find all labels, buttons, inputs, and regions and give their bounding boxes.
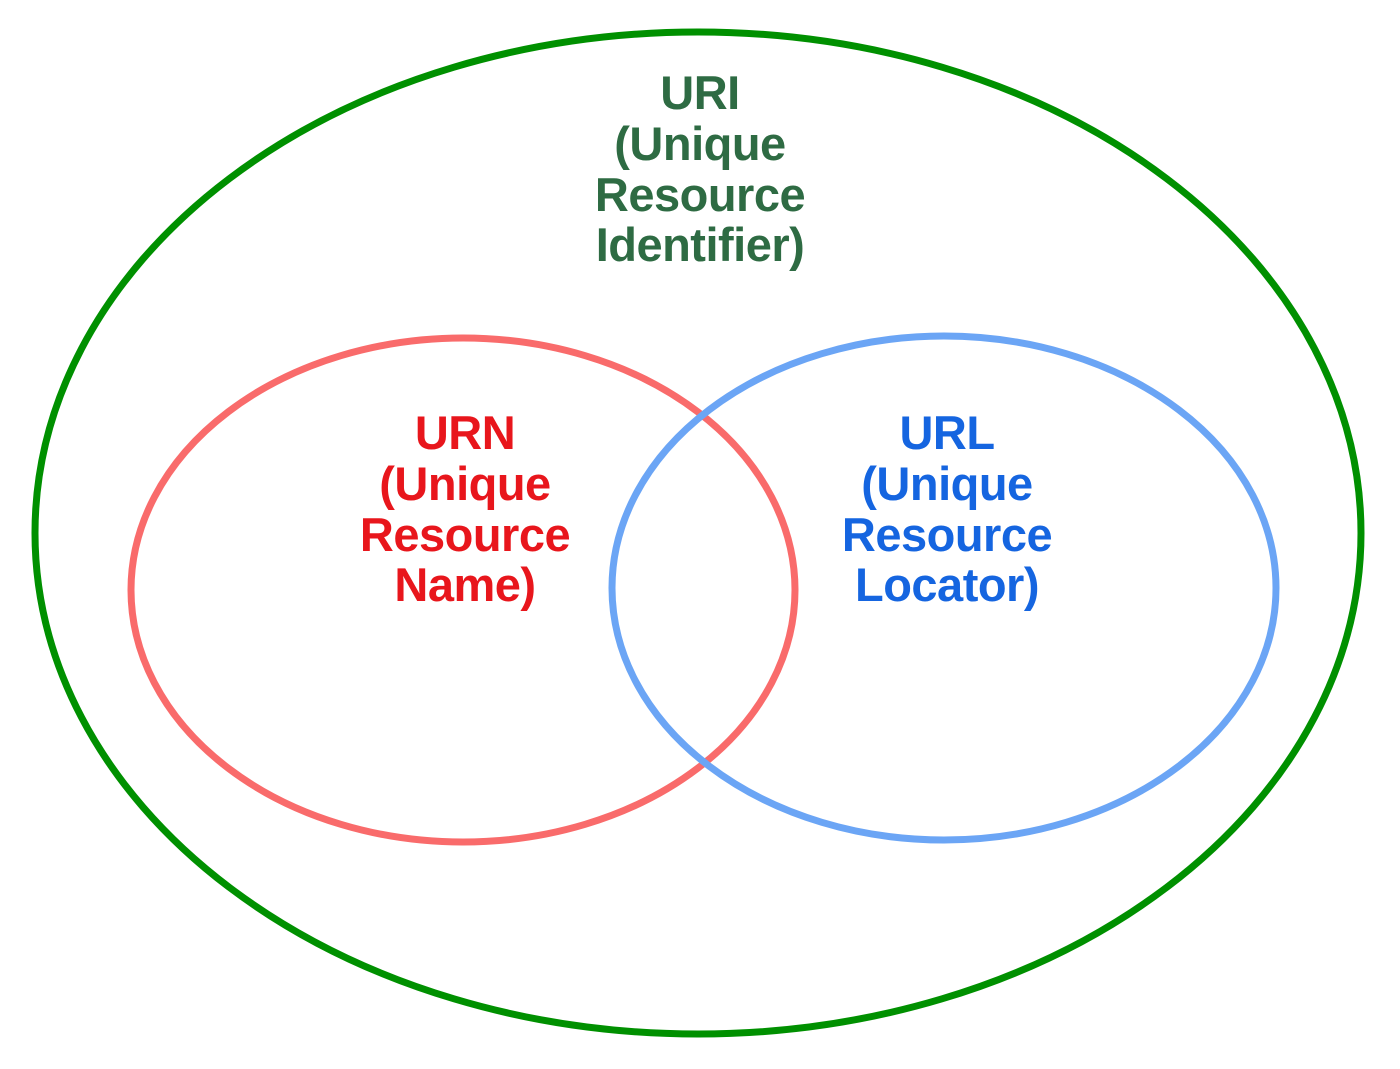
url-right-ellipse [608,332,1280,844]
uri-outer-ellipse [31,28,1365,1038]
urn-left-ellipse [127,334,799,846]
uri-label: URI (Unique Resource Identifier) [594,66,806,272]
urn-label: URN (Unique Resource Name) [359,406,571,612]
url-label: URL (Unique Resource Locator) [841,406,1053,612]
